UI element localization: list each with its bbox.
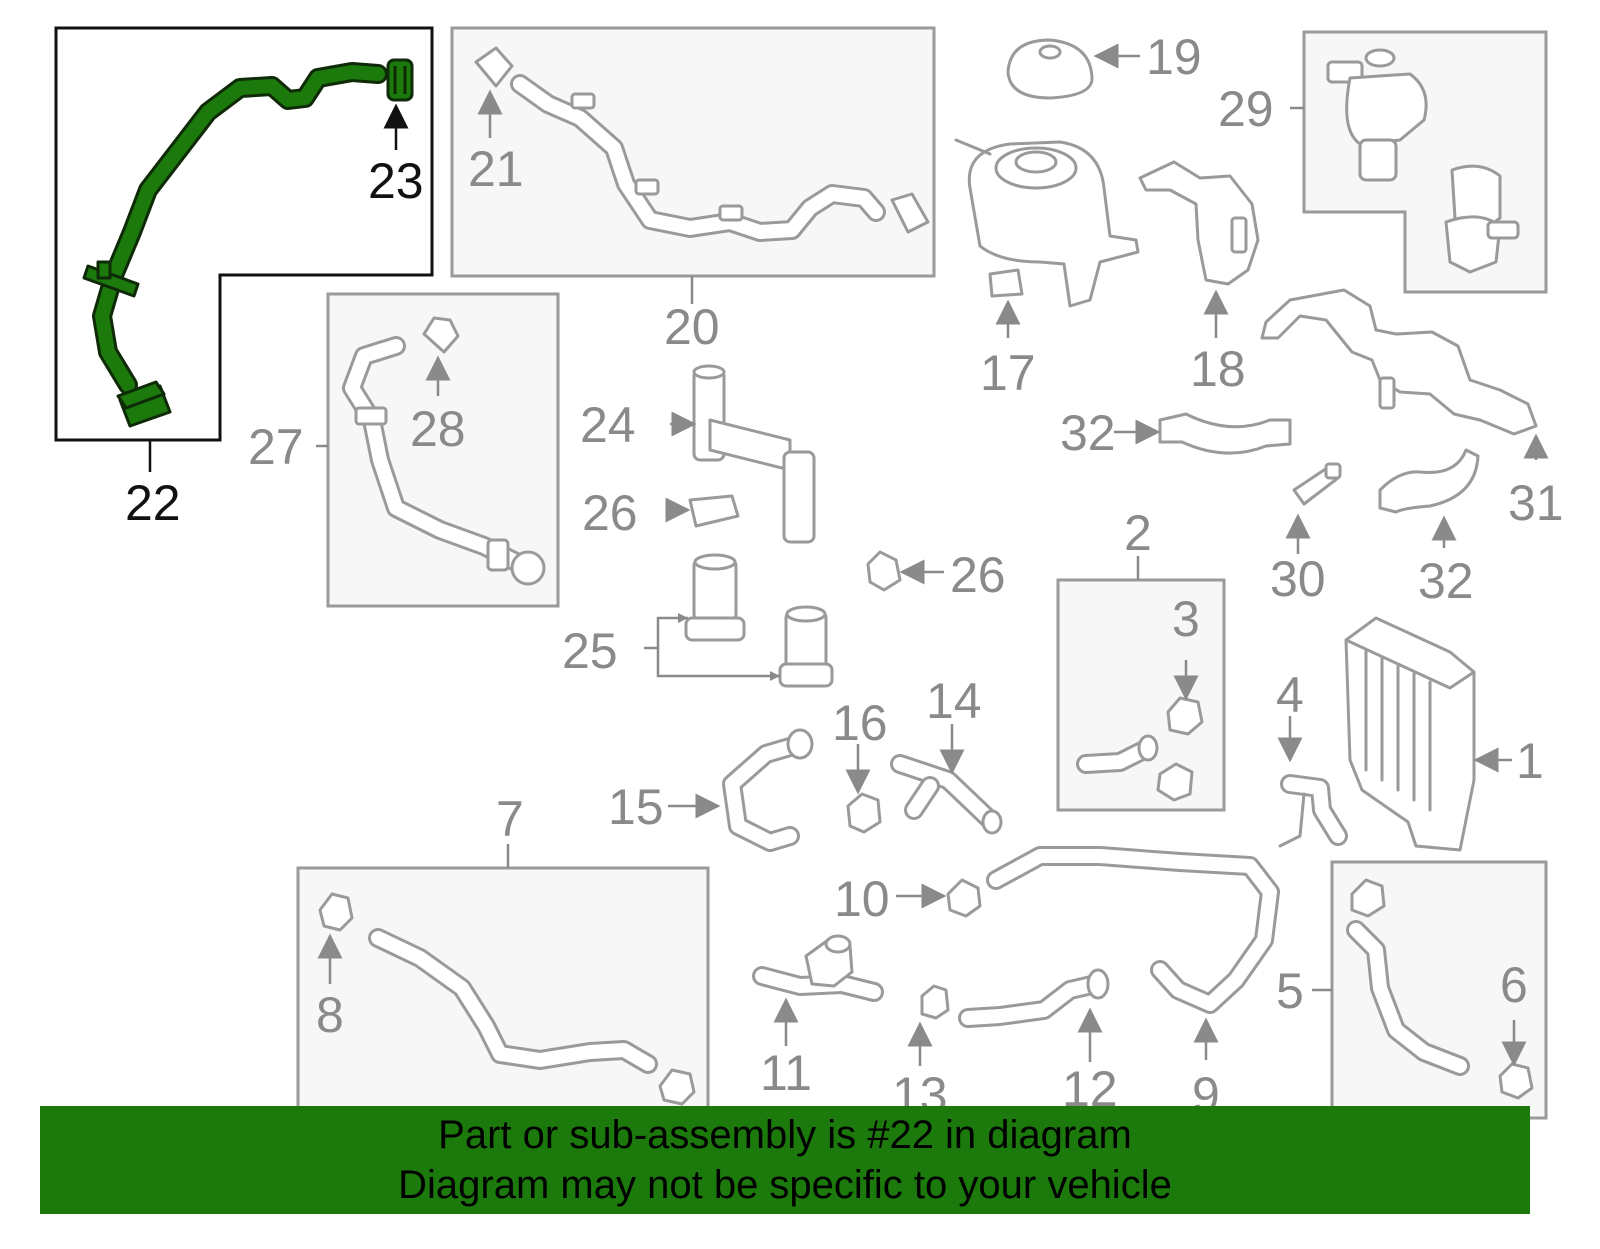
callout-11: 11	[760, 1045, 812, 1101]
part-19-cap[interactable]	[1006, 38, 1094, 100]
part-29-pump-a[interactable]	[1326, 48, 1428, 182]
callout-7: 7	[496, 791, 524, 847]
part-6-clamp[interactable]	[1498, 1062, 1534, 1100]
box-7	[296, 866, 710, 1120]
banner-line-1: Part or sub-assembly is #22 in diagram	[438, 1113, 1132, 1157]
part-8-clamp[interactable]	[318, 892, 354, 932]
part-7-hose[interactable]	[368, 928, 658, 1074]
part-7-clamp[interactable]	[658, 1068, 696, 1106]
part-28-clamp[interactable]	[422, 316, 460, 354]
part-11-housing[interactable]	[752, 934, 884, 1002]
part-32-bracket-b[interactable]	[1378, 448, 1480, 514]
part-10-clamp[interactable]	[946, 878, 982, 918]
part-29-pump-b[interactable]	[1444, 164, 1520, 274]
part-25-pump-b[interactable]	[778, 605, 834, 688]
part-20-clamp[interactable]	[890, 192, 930, 234]
callout-32a: 32	[1060, 405, 1116, 461]
part-2-pipe[interactable]	[1076, 734, 1159, 774]
part-31-bracket[interactable]	[1260, 288, 1538, 436]
callout-22: 22	[125, 475, 181, 531]
part-15-hose[interactable]	[722, 728, 814, 852]
part-21-clamp[interactable]	[474, 46, 514, 88]
callout-28: 28	[410, 401, 466, 457]
callout-14: 14	[926, 673, 982, 729]
callout-18: 18	[1190, 341, 1246, 397]
part-17-reservoir[interactable]	[954, 138, 1140, 308]
part-25-pump-a[interactable]	[684, 553, 746, 642]
callout-16: 16	[832, 695, 888, 751]
callout-1: 1	[1516, 733, 1544, 789]
callout-31: 31	[1508, 475, 1564, 531]
callout-29: 29	[1218, 81, 1274, 137]
part-22-hose[interactable]	[82, 62, 388, 395]
callout-26b: 26	[950, 547, 1006, 603]
callout-4: 4	[1276, 667, 1304, 723]
part-13-clamp[interactable]	[920, 984, 950, 1020]
callout-2: 2	[1124, 505, 1152, 561]
part-1-cooler[interactable]	[1344, 616, 1476, 852]
box-20	[450, 26, 936, 278]
part-2-clamp[interactable]	[1156, 762, 1194, 802]
part-20-hose[interactable]	[510, 74, 886, 242]
part-18-bracket[interactable]	[1138, 160, 1260, 286]
part-32-bracket-a[interactable]	[1158, 412, 1292, 455]
part-5-hose[interactable]	[1346, 920, 1470, 1076]
part-27-hose[interactable]	[342, 336, 546, 586]
callout-32b: 32	[1418, 553, 1474, 609]
callout-20: 20	[664, 299, 720, 355]
part-5-clamp[interactable]	[1350, 878, 1386, 918]
part-26-clamp-a[interactable]	[688, 494, 740, 528]
callout-6: 6	[1500, 957, 1528, 1013]
part-23-clamp[interactable]	[386, 58, 414, 102]
part-24-fitting[interactable]	[692, 364, 816, 544]
callout-19: 19	[1146, 29, 1202, 85]
callout-21: 21	[468, 141, 524, 197]
callout-23: 23	[368, 153, 424, 209]
part-22-clamp[interactable]	[116, 380, 172, 428]
callout-3: 3	[1172, 591, 1200, 647]
callout-26a: 26	[582, 485, 638, 541]
part-9-hose[interactable]	[986, 846, 1280, 1014]
callout-25: 25	[562, 623, 618, 679]
callout-10: 10	[834, 871, 890, 927]
part-4-pipe[interactable]	[1278, 774, 1348, 848]
banner-line-2: Diagram may not be specific to your vehi…	[398, 1163, 1172, 1207]
callout-5: 5	[1276, 963, 1304, 1019]
part-30-sensor[interactable]	[1292, 462, 1342, 506]
callout-15: 15	[608, 779, 664, 835]
info-banner: Part or sub-assembly is #22 in diagram D…	[40, 1106, 1530, 1214]
part-12-hose[interactable]	[958, 968, 1110, 1028]
part-16-clamp[interactable]	[846, 792, 882, 834]
callout-30: 30	[1270, 551, 1326, 607]
box-22	[54, 26, 434, 442]
callout-24: 24	[580, 397, 636, 453]
callout-8: 8	[316, 987, 344, 1043]
callout-17: 17	[980, 345, 1036, 401]
part-26-clamp-b[interactable]	[866, 550, 902, 592]
part-14-fitting[interactable]	[890, 754, 1003, 835]
callout-27: 27	[248, 419, 304, 475]
